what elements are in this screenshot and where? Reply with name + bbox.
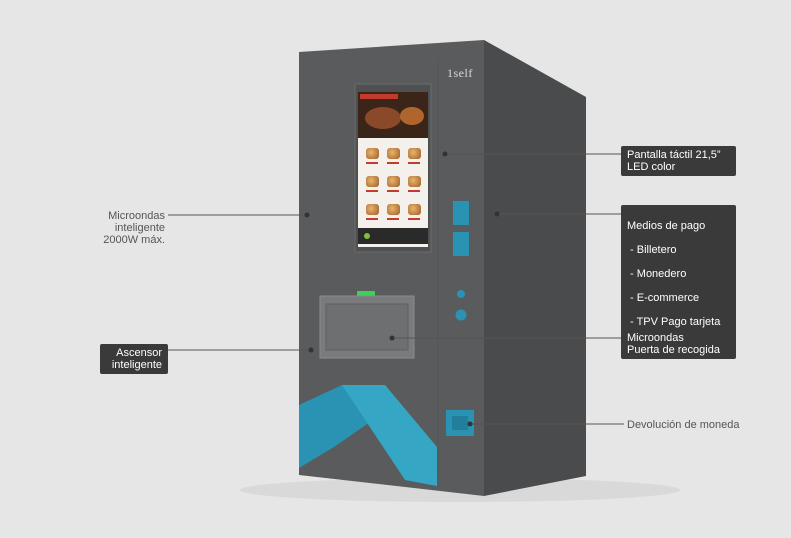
- cabinet-side: [484, 40, 586, 496]
- screen-product-grid: [360, 144, 426, 224]
- medios-pago-item-tpv: - TPV Pago tarjeta: [627, 316, 721, 328]
- bill-acceptor-slot[interactable]: [453, 201, 469, 225]
- product-tile[interactable]: [366, 148, 379, 159]
- product-caption: [408, 162, 420, 164]
- product-tile[interactable]: [366, 176, 379, 187]
- product-tile[interactable]: [387, 148, 400, 159]
- product-caption: [387, 162, 399, 164]
- product-tile[interactable]: [408, 204, 421, 215]
- callout-pantalla: Pantalla táctil 21,5” LED color: [621, 146, 736, 176]
- coin-button-small[interactable]: [457, 290, 465, 298]
- chevron-graphic-right: [342, 385, 437, 486]
- callout-ascensor: Ascensor inteligente: [100, 344, 168, 374]
- hero-steak: [365, 107, 401, 129]
- screen-footer: [358, 228, 428, 244]
- pickup-door-window: [325, 303, 409, 351]
- coin-button[interactable]: [455, 309, 467, 321]
- product-caption: [366, 218, 378, 220]
- product-caption: [387, 218, 399, 220]
- card-terminal-slot[interactable]: [453, 232, 469, 256]
- callout-medios-pago: Medios de pago - Billetero - Monedero - …: [621, 205, 736, 343]
- callout-microondas-inteligente: Microondas inteligente 2000W máx.: [103, 210, 165, 246]
- callout-lines: [168, 153, 624, 425]
- callout-microondas-puerta: Microondas Puerta de recogida: [621, 329, 736, 359]
- product-tile[interactable]: [366, 204, 379, 215]
- screen-footer-icon: [364, 233, 370, 239]
- medios-pago-item-ecommerce: - E-commerce: [627, 292, 700, 304]
- screen-header-bar: [360, 94, 398, 99]
- product-tile[interactable]: [387, 176, 400, 187]
- product-caption: [366, 190, 378, 192]
- chevron-graphic-left: [299, 385, 373, 468]
- callout-devolucion: Devolución de moneda: [627, 419, 740, 431]
- hero-side-dish: [400, 107, 424, 125]
- callout-dots: [304, 151, 500, 427]
- product-tile[interactable]: [387, 204, 400, 215]
- medios-pago-item-monedero: - Monedero: [627, 268, 687, 280]
- medios-pago-item-billetero: - Billetero: [627, 244, 677, 256]
- product-tile[interactable]: [408, 148, 421, 159]
- coin-return-slot: [452, 416, 468, 430]
- product-caption: [387, 190, 399, 192]
- product-tile[interactable]: [408, 176, 421, 187]
- product-caption: [408, 190, 420, 192]
- product-caption: [408, 218, 420, 220]
- product-caption: [366, 162, 378, 164]
- medios-pago-title: Medios de pago: [627, 220, 706, 232]
- brand-logo: 1self: [447, 66, 473, 80]
